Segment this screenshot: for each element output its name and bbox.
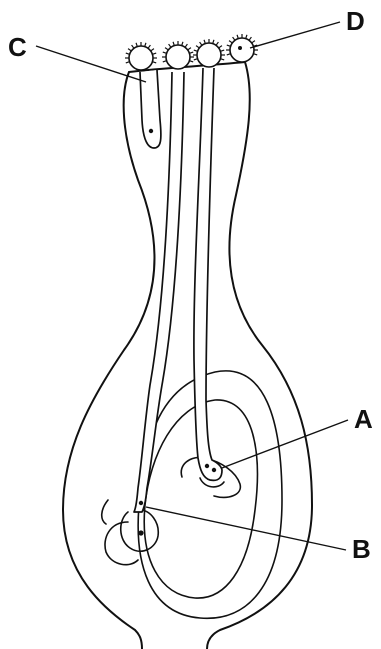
label-c: C — [8, 32, 27, 62]
pollen-spike — [128, 49, 131, 51]
pistil-outline-left — [63, 72, 154, 649]
pollen-spike — [200, 42, 202, 45]
leader-d — [250, 22, 340, 48]
pollen-spike — [194, 59, 198, 60]
pollen-spike — [152, 53, 156, 54]
leader-a — [222, 420, 348, 468]
pollen-spike — [151, 49, 154, 51]
pollen-grain-1 — [129, 46, 153, 70]
pollen-spike — [126, 53, 130, 54]
pollen-tube-a — [194, 68, 222, 480]
ovule-outline — [138, 371, 282, 618]
pollen-spike — [196, 46, 199, 48]
pollen-grain-4-nucleus — [238, 46, 242, 50]
pollen-spike — [237, 35, 238, 39]
pollen-spike — [220, 50, 224, 51]
pollen-spike — [216, 42, 218, 45]
pollen-spike — [145, 43, 146, 47]
tube-b-nucleus — [139, 501, 143, 505]
pollen-spike — [163, 52, 167, 53]
pollen-spike — [194, 50, 198, 51]
pollen-spike — [253, 54, 257, 55]
pollen-spike — [233, 37, 235, 40]
pollen-spike — [252, 41, 255, 43]
pollen-spike — [219, 46, 222, 48]
pollen-spike — [148, 45, 150, 48]
label-a: A — [354, 404, 373, 434]
pollen-grain-4 — [230, 38, 254, 62]
pollen-spike — [189, 52, 193, 53]
leader-c — [36, 46, 146, 82]
pollen-spike — [246, 35, 247, 39]
pollen-grain-2 — [166, 45, 190, 69]
pollen-spike — [136, 43, 137, 47]
pollen-spike — [189, 61, 193, 62]
pollen-spike — [249, 37, 251, 40]
tube-a-nucleus-2 — [212, 468, 216, 472]
tube-a-nucleus-1 — [205, 464, 209, 468]
pollen-grain-3 — [197, 43, 221, 67]
pollen-spike — [227, 54, 231, 55]
pollen-spike — [188, 48, 191, 50]
pollen-spike — [227, 45, 231, 46]
egg-apparatus — [102, 500, 138, 565]
egg-nucleus — [138, 530, 143, 535]
label-b: B — [352, 534, 371, 564]
pollen-spike — [213, 40, 214, 44]
label-d: D — [346, 6, 365, 36]
tube-c-nucleus — [149, 129, 153, 133]
pollen-spike — [182, 42, 183, 46]
pollen-spike — [185, 44, 187, 47]
pollen-spike — [165, 48, 168, 50]
leader-b — [146, 507, 346, 550]
pollen-spike — [169, 44, 171, 47]
pollen-spike — [126, 62, 130, 63]
pollen-spike — [173, 42, 174, 46]
pollen-spike — [229, 41, 232, 43]
pistil-outline-right — [207, 62, 312, 649]
pollen-spike — [163, 61, 167, 62]
pollen-spike — [204, 40, 205, 44]
pollen-spike — [132, 45, 134, 48]
pollen-spike — [152, 62, 156, 63]
pollen-spike — [220, 59, 224, 60]
